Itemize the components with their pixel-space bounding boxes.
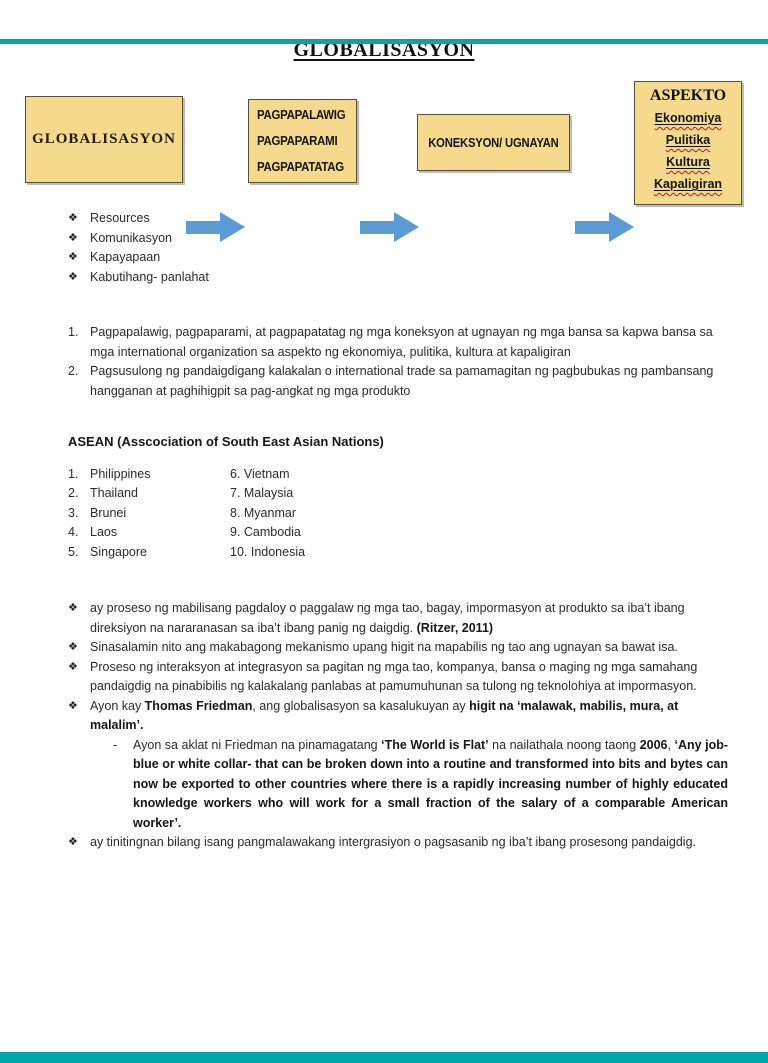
numbered-list: 1. Pagpapalawig, pagpaparami, at pagpapa… <box>68 323 728 401</box>
globalisasyon-flowchart: GLOBALISASYON PAGPAPALAWIG PAGPAPARAMI P… <box>0 81 768 242</box>
country-name: 6. Vietnam <box>230 466 290 481</box>
diamond-bullet-icon: ❖ <box>68 641 78 653</box>
definition-sub-bullet: - Ayon sa aklat ni Friedman na pinamagat… <box>113 736 728 834</box>
country-number: 2. <box>68 486 79 500</box>
list-item: ❖ Komunikasyon <box>68 229 728 249</box>
flow-box-globalisasyon: GLOBALISASYON <box>25 96 183 183</box>
flow-arrow-2-icon <box>360 212 419 242</box>
country-name: Singapore <box>90 544 147 559</box>
bullet-top-text: Komunikasyon <box>90 230 172 245</box>
viewer-gap-top <box>0 39 768 44</box>
aspekto-item-pulitika: Pulitika <box>665 133 711 147</box>
asean-country-list: 1. Philippines 6. Vietnam 2. Thailand 7. M… <box>68 465 728 563</box>
flow-box-koneksyon: KONEKSYON/ UGNAYAN <box>417 114 570 171</box>
diamond-bullet-icon: ❖ <box>68 270 78 283</box>
country-name: 9. Cambodia <box>230 525 301 539</box>
definition-text: Proseso ng interaksyon at integrasyon sa… <box>90 659 698 694</box>
definition-text: ay tinitingnan bilang isang pangmalawaka… <box>90 835 696 849</box>
list-item: ❖ Kapayapaan <box>68 248 728 268</box>
country-name: Brunei <box>90 505 127 520</box>
item-number: 1. <box>68 325 79 339</box>
country-name: 7. Malaysia <box>230 486 294 500</box>
country-number: 1. <box>68 466 79 481</box>
flow-box2-line-2: PAGPAPARAMI <box>257 133 338 148</box>
aspekto-item-kultura: Kultura <box>666 155 710 169</box>
diamond-bullet-icon: ❖ <box>68 212 78 224</box>
country-row: 3. Brunei 8. Myanmar <box>68 504 728 524</box>
country-name: Philippines <box>90 466 151 481</box>
dash-bullet-icon: - <box>113 737 118 752</box>
flow-box-koneksyon-label: KONEKSYON/ UGNAYAN <box>428 135 559 150</box>
aspekto-title: ASPEKTO <box>649 87 727 104</box>
flow-arrow-3-icon <box>575 212 634 242</box>
list-item: ❖ Resources <box>68 209 728 229</box>
country-row: 2. Thailand 7. Malaysia <box>68 484 728 504</box>
numbered-item-2: 2. Pagsusulong ng pandaigdigang kalakala… <box>68 362 728 401</box>
aspekto-item-kapaligiran: Kapaligiran <box>653 177 723 191</box>
country-name: 8. Myanmar <box>230 505 296 520</box>
numbered-item-1: 1. Pagpapalawig, pagpaparami, at pagpapa… <box>68 323 728 362</box>
diamond-bullet-icon: ❖ <box>68 660 78 673</box>
country-row: 4. Laos 9. Cambodia <box>68 523 728 543</box>
flow-arrow-1-icon <box>186 212 245 242</box>
country-name: 10. Indonesia <box>230 544 306 559</box>
page-title: GLOBALISASYON <box>293 39 475 61</box>
country-name: Thailand <box>90 486 138 500</box>
flow-box-aspekto: ASPEKTO Ekonomiya Pulitika Kultura Kapal… <box>634 81 742 205</box>
numbered-item-text: Pagpapalawig, pagpaparami, at pagpapatat… <box>90 325 713 359</box>
country-name: Laos <box>90 525 118 539</box>
bullet-list-definitions: ❖ ay proseso ng mabilisang pagdaloy o pa… <box>68 599 728 853</box>
diamond-bullet-icon: ❖ <box>68 231 78 244</box>
list-item: ❖ Kabutihang- panlahat <box>68 268 728 288</box>
flow-box-globalisasyon-label: GLOBALISASYON <box>32 131 176 147</box>
viewer-gap-bottom <box>0 1052 768 1063</box>
bullet-list-top: ❖ Resources ❖ Komunikasyon ❖ Kapayapaan … <box>68 209 728 287</box>
document-page: GLOBALISASYON GLOBALISASYON PAGPAPALAWIG… <box>0 39 768 1063</box>
definition-text: ay proseso ng mabilisang pagdaloy o pagg… <box>90 601 685 635</box>
flow-box-pagpapalawig: PAGPAPALAWIG PAGPAPARAMI PAGPAPATATAG <box>248 99 357 183</box>
country-number: 3. <box>68 505 79 520</box>
numbered-item-text: Pagsusulong ng pandaigdigang kalakalan o… <box>90 364 714 398</box>
diamond-bullet-icon: ❖ <box>68 251 78 263</box>
definition-text: Ayon kay Thomas Friedman, ang globalisas… <box>90 698 679 733</box>
flow-box2-line-1: PAGPAPALAWIG <box>257 107 346 122</box>
country-row: 5. Singapore 10. Indonesia <box>68 543 728 563</box>
diamond-bullet-icon: ❖ <box>68 602 78 614</box>
definition-bullet: ❖ Ayon kay Thomas Friedman, ang globalis… <box>68 697 728 736</box>
definition-quote-text: Ayon sa aklat ni Friedman na pinamagatan… <box>133 737 729 830</box>
definition-bullet: ❖ ay proseso ng mabilisang pagdaloy o pa… <box>68 599 728 638</box>
definition-bullet: ❖ Sinasalamin nito ang makabagong mekani… <box>68 638 728 658</box>
bullet-top-text: Resources <box>90 211 150 225</box>
bullet-top-text: Kapayapaan <box>90 250 161 264</box>
diamond-bullet-icon: ❖ <box>68 836 78 848</box>
definition-bullet: ❖ ay tinitingnan bilang isang pangmalawa… <box>68 833 728 853</box>
flow-box2-line-3: PAGPAPATATAG <box>257 159 344 174</box>
definition-text: Sinasalamin nito ang makabagong mekanism… <box>90 640 678 654</box>
asean-heading: ASEAN (Asscociation of South East Asian … <box>68 434 384 449</box>
aspekto-item-ekonomiya: Ekonomiya <box>654 111 722 125</box>
country-number: 5. <box>68 544 79 559</box>
country-number: 4. <box>68 525 79 539</box>
bullet-top-text: Kabutihang- panlahat <box>90 269 209 284</box>
definition-bullet: ❖ Proseso ng interaksyon at integrasyon … <box>68 658 728 697</box>
item-number: 2. <box>68 364 79 378</box>
diamond-bullet-icon: ❖ <box>68 699 78 712</box>
country-row: 1. Philippines 6. Vietnam <box>68 465 728 485</box>
